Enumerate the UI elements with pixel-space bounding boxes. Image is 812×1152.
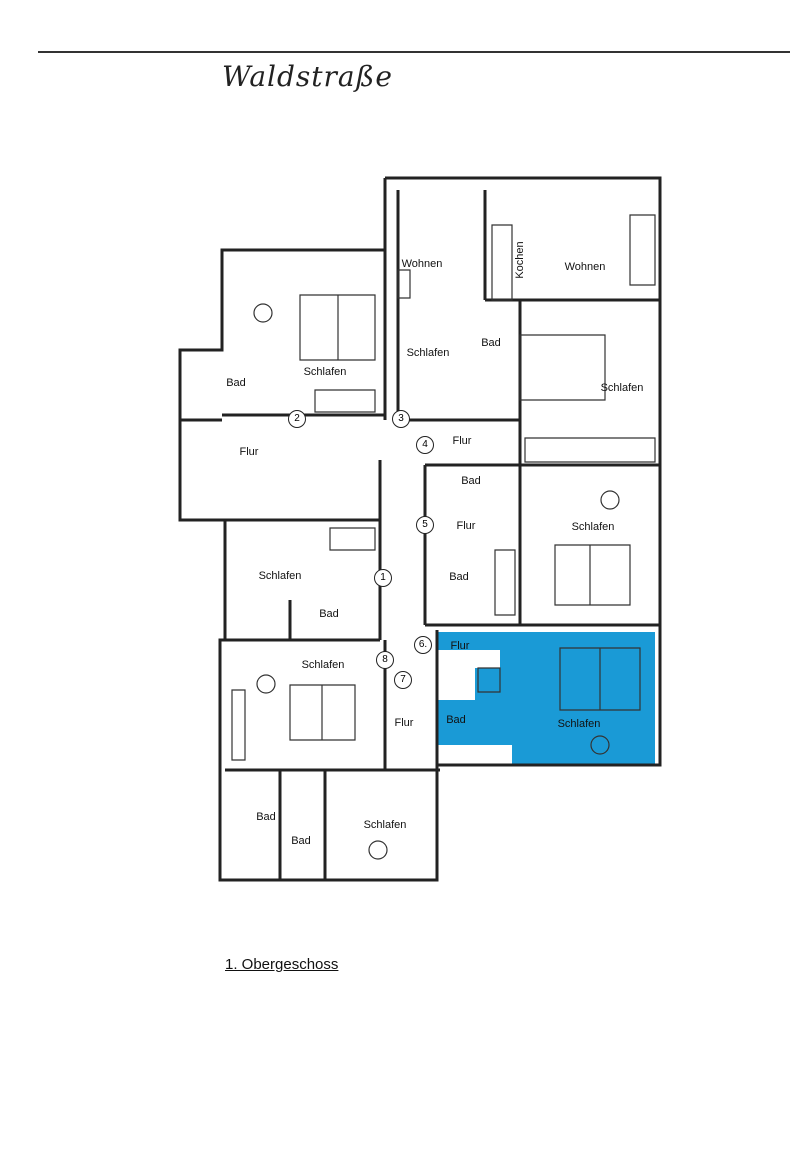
room-label: Flur — [239, 446, 259, 458]
room-label: Flur — [394, 717, 414, 729]
room-label: Bad — [449, 571, 469, 583]
unit-number: 6. — [414, 636, 432, 654]
room-label: Wohnen — [401, 258, 443, 270]
room-label: Schlafen — [363, 819, 407, 831]
room-label: Kochen — [514, 241, 526, 279]
room-label: Bad — [481, 337, 501, 349]
room-label: Bad — [461, 475, 481, 487]
room-label: Bad — [291, 835, 311, 847]
room-label: Schlafen — [571, 521, 615, 533]
unit-number: 2 — [288, 410, 306, 428]
room-label: Bad — [446, 714, 466, 726]
top-rule — [38, 51, 790, 53]
room-label: Bad — [226, 377, 246, 389]
floor-caption: 1. Obergeschoss — [225, 956, 339, 973]
unit-number: 5 — [416, 516, 434, 534]
unit-number: 8 — [376, 651, 394, 669]
inner-walls — [178, 190, 660, 880]
room-label: Schlafen — [258, 570, 302, 582]
room-label: Schlafen — [301, 659, 345, 671]
unit-number: 4 — [416, 436, 434, 454]
room-label: Flur — [456, 520, 476, 532]
street-title: Waldstraße — [222, 60, 393, 93]
unit-number: 3 — [392, 410, 410, 428]
room-label: Schlafen — [406, 347, 450, 359]
room-label: Flur — [450, 640, 470, 652]
unit-number: 7 — [394, 671, 412, 689]
room-label: Schlafen — [303, 366, 347, 378]
room-label: Flur — [452, 435, 472, 447]
room-label: Wohnen — [564, 261, 606, 273]
highlighted-unit-6 — [437, 632, 655, 765]
unit-number: 1 — [374, 569, 392, 587]
room-label: Schlafen — [557, 718, 601, 730]
room-label: Bad — [319, 608, 339, 620]
room-label: Bad — [256, 811, 276, 823]
room-label: Schlafen — [600, 382, 644, 394]
